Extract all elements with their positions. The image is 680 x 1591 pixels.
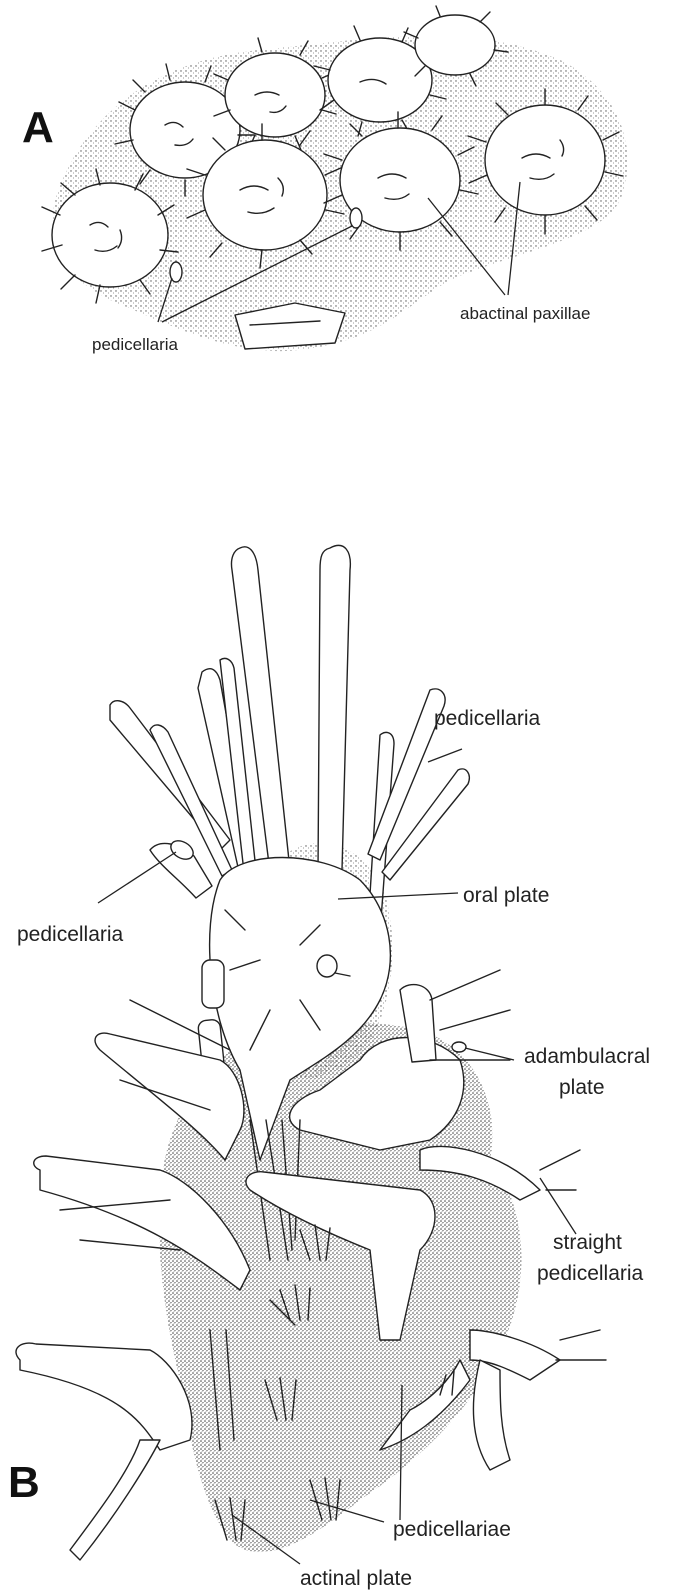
label-pedicellaria-top: pedicellaria <box>434 707 541 730</box>
label-straight-line1: straight <box>553 1231 622 1254</box>
label-straight-line2: pedicellaria <box>537 1262 644 1285</box>
leader-line-adambulacral-plate <box>465 1048 514 1060</box>
label-adambulacral-line2: plate <box>559 1076 605 1099</box>
leader-line-pedicellaria-left <box>98 852 176 903</box>
adambulacral-plate-marker <box>452 1042 466 1052</box>
panel-b: B <box>8 545 650 1590</box>
label-actinal-plate: actinal plate <box>300 1567 412 1590</box>
label-oral-plate: oral plate <box>463 884 549 907</box>
label-pedicellariae: pedicellariae <box>393 1518 511 1541</box>
panel-b-letter: B <box>8 1458 40 1507</box>
pedicellaria-marker <box>350 208 362 228</box>
panel-a-letter: A <box>22 103 54 152</box>
label-adambulacral-line1: adambulacral <box>524 1045 650 1068</box>
label-abactinal-paxillae: abactinal paxillae <box>460 304 590 323</box>
leader-line-straight-pedicellaria <box>540 1178 576 1234</box>
panel-a: A <box>22 6 628 354</box>
label-pedicellaria-a: pedicellaria <box>92 335 179 354</box>
label-pedicellaria-left: pedicellaria <box>17 923 124 946</box>
leader-line-pedicellaria-top <box>428 749 462 762</box>
